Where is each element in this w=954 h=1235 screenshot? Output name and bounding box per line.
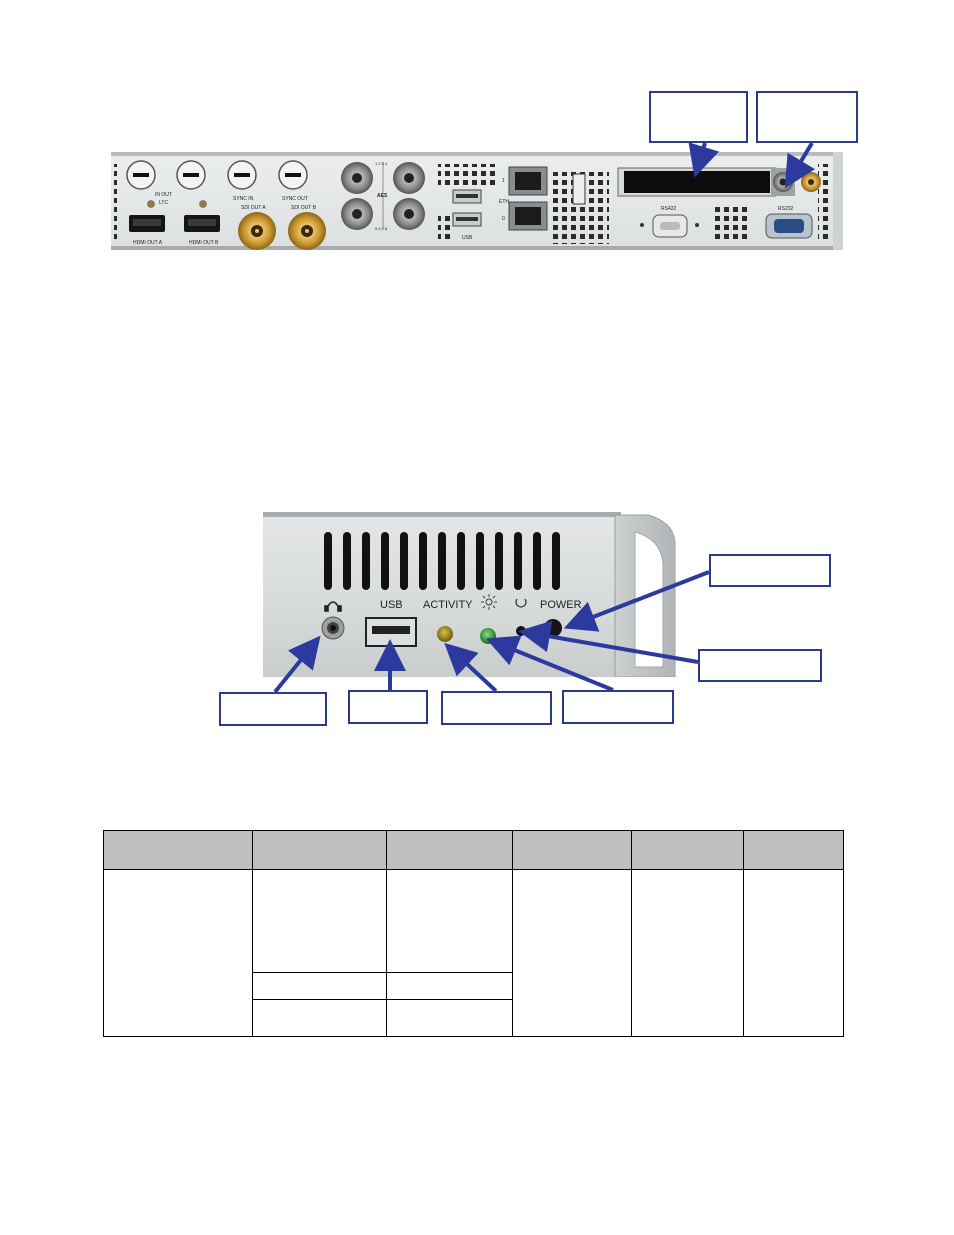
table-cell: [386, 972, 513, 1000]
sdi-out-b-bnc[interactable]: [288, 212, 326, 250]
headphone-jack[interactable]: [321, 616, 345, 640]
arrow: [518, 620, 699, 664]
table-cell: [252, 869, 387, 973]
table-header-cell: [743, 830, 844, 870]
ltc-label: LTC: [159, 200, 168, 206]
arrow: [273, 635, 321, 694]
table-header-cell: [512, 830, 632, 870]
rs232-port[interactable]: [765, 213, 813, 239]
vent-block: [714, 204, 750, 242]
arrow: [444, 642, 498, 693]
aes-label: AES: [377, 193, 388, 199]
table-header-cell: [386, 830, 513, 870]
activity-label: ACTIVITY: [423, 599, 473, 611]
spec-table: [103, 830, 844, 1037]
front-vent-slots: [324, 532, 560, 590]
ltc-in-out-label: IN OUT: [155, 192, 172, 198]
table-row: [104, 999, 844, 1037]
table-header-cell: [103, 830, 253, 870]
sdi-out-a-bnc[interactable]: [238, 212, 276, 250]
callout-box: [649, 91, 748, 143]
sync-out-label: SYNC OUT: [282, 196, 308, 202]
arrow: [485, 635, 614, 692]
rear-usb-port[interactable]: [452, 189, 482, 204]
eth-0-label: 0: [502, 216, 505, 222]
aes-bnc-3[interactable]: [341, 198, 373, 230]
aes-bnc-4[interactable]: [393, 198, 425, 230]
table-cell: [512, 869, 632, 1037]
table-cell: [386, 999, 513, 1037]
slot: [572, 173, 586, 205]
arrow: [688, 142, 720, 178]
vent-block: [438, 214, 452, 242]
rear-usb-port[interactable]: [452, 212, 482, 227]
aes-top-label: 1 2 3 4: [375, 161, 388, 166]
callout-box: [562, 690, 674, 724]
table-cell: [252, 999, 387, 1037]
ethernet-port-1[interactable]: [508, 166, 548, 196]
hdmi-out-b-label: HDMI OUT B: [189, 240, 219, 246]
aes-bnc-2[interactable]: [393, 162, 425, 194]
blank-plug: [176, 160, 206, 190]
eth-1-label: 1: [502, 178, 505, 184]
table-cell: [386, 869, 513, 973]
eth-label: ETH: [499, 199, 509, 205]
callout-box: [756, 91, 858, 143]
arrow: [784, 141, 816, 189]
arrow: [563, 570, 710, 632]
callout-box: [441, 691, 552, 725]
rs422-label: RS422: [661, 206, 677, 212]
hdmi-out-a-port[interactable]: [129, 215, 165, 232]
vent-block: [438, 164, 498, 186]
blank-plug: [126, 160, 156, 190]
activity-led: [437, 626, 453, 642]
sdi-out-a-label: SDI OUT A: [241, 205, 266, 211]
table-cell: [743, 869, 844, 1037]
table-cell: [103, 869, 253, 1037]
table-header-row: [103, 830, 844, 870]
front-usb-label: USB: [380, 599, 403, 611]
rear-panel-photo: IN OUT LTC HDMI OUT A HDMI OUT B SYNC IN…: [111, 152, 843, 250]
vent-strip-left: [114, 164, 120, 242]
hdmi-out-a-label: HDMI OUT A: [133, 240, 163, 246]
callout-box: [348, 690, 428, 724]
callout-box: [698, 649, 822, 682]
aes-bottom-label: 5 6 7 8: [375, 226, 388, 231]
table-header-cell: [252, 830, 387, 870]
rear-panel-drawing: IN OUT LTC HDMI OUT A HDMI OUT B SYNC IN…: [111, 152, 843, 250]
headphone-icon: [324, 601, 342, 612]
vent-strip-right: [818, 164, 832, 242]
hdmi-out-b-port[interactable]: [184, 215, 220, 232]
callout-box: [709, 554, 831, 587]
table-cell: [631, 869, 744, 1037]
standby-icon: [515, 598, 527, 608]
ethernet-port-0[interactable]: [508, 201, 548, 231]
table-header-cell: [631, 830, 744, 870]
rs232-label: RS232: [778, 206, 794, 212]
table-row: [103, 869, 844, 1037]
sync-in-label: SYNC IN: [233, 196, 254, 202]
sdi-out-b-label: SDI OUT B: [291, 205, 317, 211]
ltc-in-jack[interactable]: [147, 200, 155, 208]
ltc-out-jack[interactable]: [199, 200, 207, 208]
rear-usb-label: USB: [462, 235, 473, 241]
callout-box: [219, 692, 327, 726]
blank-plug: [278, 160, 308, 190]
blank-plug: [227, 160, 257, 190]
aes-bnc-1[interactable]: [341, 162, 373, 194]
rs422-port[interactable]: [652, 214, 688, 238]
table-cell: [252, 972, 387, 1000]
status-light-icon: [481, 594, 497, 610]
